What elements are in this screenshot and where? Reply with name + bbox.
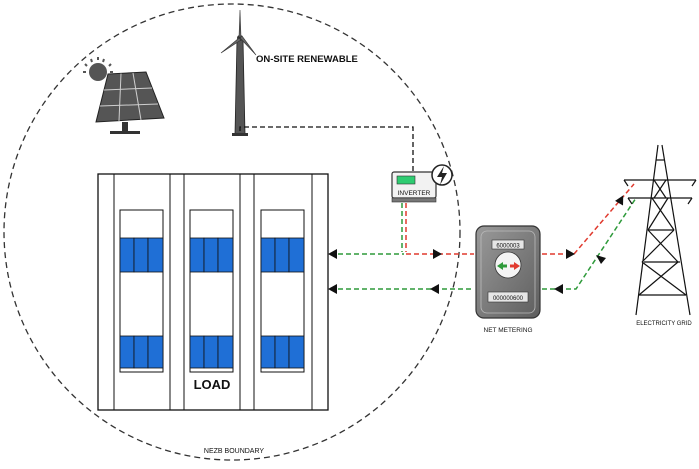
meter-top-display bbox=[491, 239, 525, 250]
meter-red-arrow bbox=[514, 262, 520, 270]
arrow-right-grid-upper bbox=[566, 249, 575, 259]
onsite-renewable-label: ON-SITE RENEWABLE bbox=[256, 54, 358, 65]
battery-bank bbox=[189, 335, 234, 369]
meter-dial bbox=[494, 251, 522, 279]
load-column-3 bbox=[260, 209, 305, 373]
arrow-left-load-upper bbox=[328, 249, 337, 259]
electric-meter-icon: 6000003 000000600 bbox=[475, 225, 541, 319]
sun-icon bbox=[83, 57, 113, 81]
battery-bank bbox=[119, 335, 164, 369]
battery-bank bbox=[189, 237, 234, 273]
solar-panel-icon bbox=[83, 57, 165, 134]
nezb-boundary-circle bbox=[3, 3, 461, 461]
arrow-down-grid bbox=[596, 255, 606, 264]
arrow-left-load-lower bbox=[328, 284, 337, 294]
battery-bank bbox=[260, 237, 305, 273]
arrow-up-grid bbox=[615, 195, 624, 206]
arrow-left-grid-lower bbox=[554, 284, 563, 294]
renewable-line bbox=[239, 126, 414, 172]
meter-green-arrow bbox=[497, 262, 503, 270]
lightning-icon bbox=[431, 164, 453, 186]
meter-bottom-display bbox=[487, 291, 529, 303]
boundary-label: NEZB BOUNDARY bbox=[204, 448, 264, 455]
load-column-1 bbox=[119, 209, 164, 373]
wind-turbine-icon bbox=[220, 9, 257, 136]
net-metering-label: NET METERING bbox=[484, 327, 533, 334]
battery-bank bbox=[260, 335, 305, 369]
meter-bottom-reading: 000000600 bbox=[493, 296, 524, 302]
inverter-label: INVERTER bbox=[398, 190, 431, 197]
load-label: LOAD bbox=[194, 377, 231, 392]
inverter-icon: INVERTER bbox=[391, 171, 437, 203]
battery-bank bbox=[119, 237, 164, 273]
arrow-left-meter-lower bbox=[430, 284, 439, 294]
grid-green-line bbox=[542, 197, 637, 290]
electricity-grid-label: ELECTRICITY GRID bbox=[636, 321, 692, 327]
transmission-tower-icon bbox=[623, 144, 697, 316]
meter-top-reading: 6000003 bbox=[496, 244, 520, 250]
arrow-right-meter-upper bbox=[433, 249, 442, 259]
inverter-screen bbox=[396, 175, 416, 185]
load-building bbox=[97, 173, 329, 411]
grid-red-line bbox=[542, 183, 635, 255]
load-column-2 bbox=[189, 209, 234, 373]
